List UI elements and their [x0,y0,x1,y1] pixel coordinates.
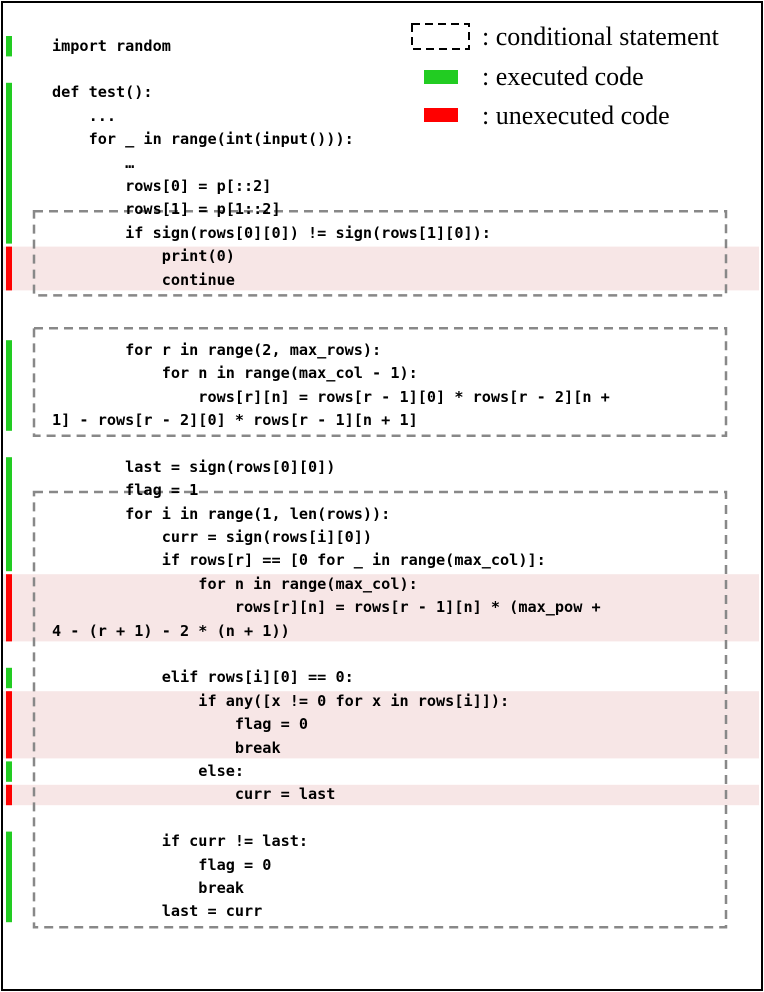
conditional-boxes [32,209,728,929]
legend-executed-label: : executed code [482,62,644,91]
code-line: rows[0] = p[::2] [52,176,272,195]
code-line: import random [52,36,171,55]
unexecuted-bar [6,691,12,759]
code-line: if curr != last: [52,832,309,851]
executed-bar [6,340,12,431]
unexecuted-bar [6,246,12,291]
code-line: for _ in range(int(input())): [52,130,354,149]
execution-bars [6,36,12,923]
legend-unexecuted-swatch [424,108,458,122]
executed-bar [6,667,12,689]
code-line: for n in range(max_col): [52,574,418,593]
code-line: break [52,878,245,897]
code-line: def test(): [52,83,153,102]
legend-swatches [411,23,470,122]
unexecuted-highlight [3,246,759,291]
code-line: if rows[r] == [0 for _ in range(max_col)… [52,551,546,570]
conditional-box [32,209,728,297]
code-line: rows[r][n] = rows[r - 1][n] * (max_pow + [52,598,601,617]
legend-unexecuted-label: : unexecuted code [482,101,670,130]
unexecuted-bar [6,784,12,806]
executed-bar [6,36,12,57]
unexecuted-bar [6,574,12,642]
executed-bar [6,761,12,782]
code-line: flag = 0 [52,715,309,734]
code-line: for n in range(max_col - 1): [52,364,418,383]
code-line: rows[r][n] = rows[r - 1][0] * rows[r - 2… [52,387,610,406]
code-line: 1] - rows[r - 2][0] * rows[r - 1][n + 1] [52,410,418,429]
code-line: break [52,738,281,757]
code-line: print(0) [52,247,235,266]
code-line: ... [52,106,117,125]
code-line: else: [52,761,245,780]
code-line: for i in range(1, len(rows)): [52,504,391,523]
code-line: flag = 1 [52,481,199,500]
code-line: flag = 0 [52,855,272,874]
unexecuted-highlight [3,784,759,806]
code-line: rows[1] = p[1::2] [52,200,281,219]
legend-executed-swatch [424,70,458,84]
executed-bar [6,831,12,923]
code-line: elif rows[i][0] == 0: [52,668,354,687]
code-line: curr = sign(rows[i][0]) [52,527,373,546]
code-line: last = curr [52,902,263,921]
executed-bar [6,457,12,572]
code-line: curr = last [52,785,336,804]
code-line: last = sign(rows[0][0]) [52,457,336,476]
legend-conditional-label: : conditional statement [482,22,719,51]
unexecuted-highlights [3,246,759,806]
unexecuted-highlight [3,574,759,642]
conditional-box [32,490,728,929]
executed-bar [6,82,12,244]
code-line: … [52,153,135,172]
code-line: continue [52,270,235,289]
code-line: if any([x != 0 for x in rows[i]]): [52,691,510,710]
code-line: if sign(rows[0][0]) != sign(rows[1][0]): [52,223,491,242]
code-line: for r in range(2, max_rows): [52,340,382,359]
conditional-box [32,326,728,438]
code-line: 4 - (r + 1) - 2 * (n + 1)) [52,621,290,640]
legend-conditional-swatch [411,23,470,50]
unexecuted-highlight [3,691,759,759]
